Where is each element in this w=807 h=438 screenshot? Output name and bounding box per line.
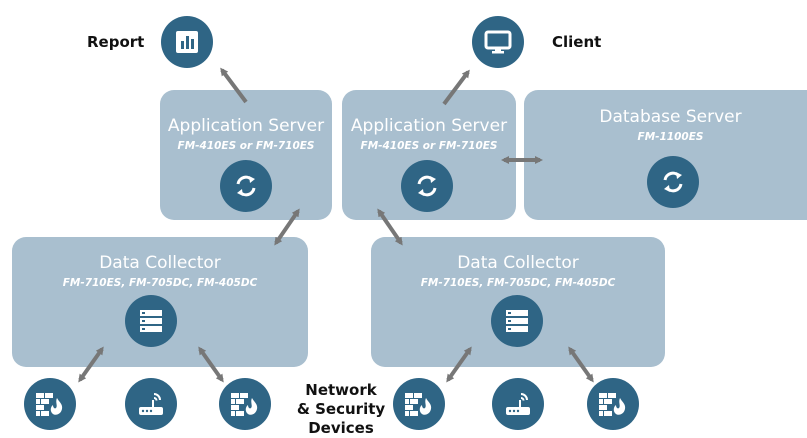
database-server-models: FM-1100ES (637, 131, 704, 143)
firewall-icon (405, 393, 432, 416)
app-server-left-title: Application Server (167, 116, 325, 136)
data-collector-left-circle (125, 295, 177, 347)
bar-chart-icon (176, 31, 198, 53)
report-circle (161, 16, 213, 68)
client-circle (472, 16, 524, 68)
network-label-line-1: Network (305, 381, 377, 399)
report-label: Report (87, 33, 145, 51)
firewall-icon (231, 393, 258, 416)
server-stack-icon (140, 310, 162, 332)
arrow-collector-right-device-3 (568, 346, 594, 383)
device-router-2 (492, 378, 544, 430)
database-server-title: Database Server (599, 107, 742, 127)
data-collector-right-circle (491, 295, 543, 347)
app-server-right-box: Application Server FM-410ES or FM-710ES (342, 90, 516, 220)
sync-icon (236, 175, 256, 197)
monitor-icon (484, 30, 512, 54)
app-server-right-title: Application Server (350, 116, 508, 136)
data-collector-left-models: FM-710ES, FM-705DC, FM-405DC (62, 277, 258, 289)
arrow-collector-right-device-1 (446, 346, 472, 383)
data-collector-right-title: Data Collector (457, 253, 579, 273)
app-server-left-models: FM-410ES or FM-710ES (177, 140, 315, 152)
device-router-1 (125, 378, 177, 430)
arrow-report-app-server (220, 67, 248, 104)
app-server-left-circle (220, 160, 272, 212)
arrow-app-server-right-collector (377, 208, 403, 246)
device-firewall-2 (219, 378, 271, 430)
firewall-icon (599, 393, 626, 416)
app-server-right-circle (401, 160, 453, 212)
sync-icon (663, 171, 683, 193)
arrow-client-app-server (442, 69, 470, 106)
arrow-app-server-left-collector (274, 208, 300, 246)
data-collector-right-models: FM-710ES, FM-705DC, FM-405DC (420, 277, 616, 289)
client-label: Client (552, 33, 602, 51)
device-firewall-4 (587, 378, 639, 430)
arrow-collector-left-device-3 (198, 346, 224, 383)
firewall-icon (36, 393, 63, 416)
device-firewall-3 (393, 378, 445, 430)
data-collector-left-title: Data Collector (99, 253, 221, 273)
network-label-line-3: Devices (308, 419, 374, 437)
app-server-right-models: FM-410ES or FM-710ES (360, 140, 498, 152)
server-stack-icon (506, 310, 528, 332)
database-server-circle (647, 156, 699, 208)
sync-icon (417, 175, 437, 197)
router-icon (506, 393, 530, 415)
network-security-devices-label: Network & Security Devices (286, 381, 396, 438)
device-firewall-1 (24, 378, 76, 430)
arrow-collector-left-device-1 (78, 346, 104, 383)
network-label-line-2: & Security (296, 400, 386, 418)
router-icon (139, 393, 163, 415)
